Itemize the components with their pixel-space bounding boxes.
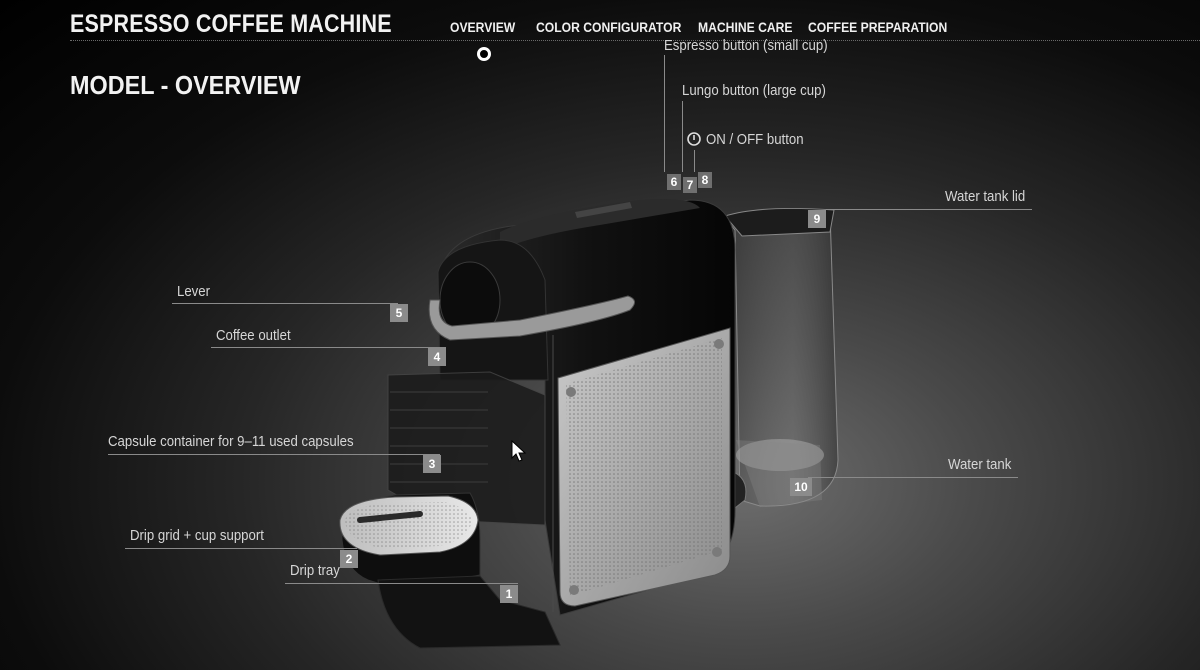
- nav-coffee-preparation[interactable]: COFFEE PREPARATION: [808, 20, 948, 35]
- callout-label-lungo-button: Lungo button (large cup): [682, 82, 826, 99]
- nav-color-configurator[interactable]: COLOR CONFIGURATOR: [536, 20, 682, 35]
- callout-leader-5: [172, 303, 398, 304]
- callout-num-7: 7: [683, 177, 697, 193]
- callout-label-water-tank-lid: Water tank lid: [945, 188, 1026, 205]
- callout-label-drip-tray: Drip tray: [290, 562, 340, 579]
- callout-leader-3: [108, 454, 440, 455]
- callout-num-6: 6: [667, 174, 681, 190]
- callout-leader-6: [664, 55, 665, 172]
- callout-leader-7: [682, 101, 683, 172]
- nav-machine-care[interactable]: MACHINE CARE: [698, 20, 793, 35]
- callout-num-5: 5: [390, 304, 408, 322]
- callout-label-coffee-outlet: Coffee outlet: [216, 327, 291, 344]
- page-title: MODEL - OVERVIEW: [70, 70, 301, 100]
- callout-label-water-tank: Water tank: [948, 456, 1012, 473]
- callout-leader-8: [694, 150, 695, 172]
- callout-leader-9: [826, 209, 1032, 210]
- nav-overview[interactable]: OVERVIEW: [450, 20, 516, 35]
- callout-leader-4: [211, 347, 446, 348]
- callout-label-capsule-container: Capsule container for 9–11 used capsules: [108, 433, 354, 450]
- mouse-cursor-icon: [511, 440, 527, 462]
- callout-leader-10: [808, 477, 1018, 478]
- nav-active-indicator: [477, 47, 491, 61]
- callout-num-8: 8: [698, 172, 712, 188]
- power-icon: [687, 132, 701, 146]
- callout-num-4: 4: [428, 348, 446, 366]
- callout-num-9: 9: [808, 210, 826, 228]
- callout-label-lever: Lever: [177, 283, 211, 300]
- callout-label-espresso-button: Espresso button (small cup): [664, 37, 828, 54]
- callout-num-10: 10: [790, 478, 812, 496]
- callout-leader-1: [285, 583, 518, 584]
- header-divider: [70, 40, 1200, 41]
- app-title: ESPRESSO COFFEE MACHINE: [70, 10, 392, 38]
- callout-label-on-off-button: ON / OFF button: [706, 131, 804, 148]
- callout-num-3: 3: [423, 455, 441, 473]
- callout-num-1: 1: [500, 585, 518, 603]
- callout-label-drip-grid: Drip grid + cup support: [130, 527, 264, 544]
- callout-leader-2: [125, 548, 357, 549]
- callout-num-2: 2: [340, 550, 358, 568]
